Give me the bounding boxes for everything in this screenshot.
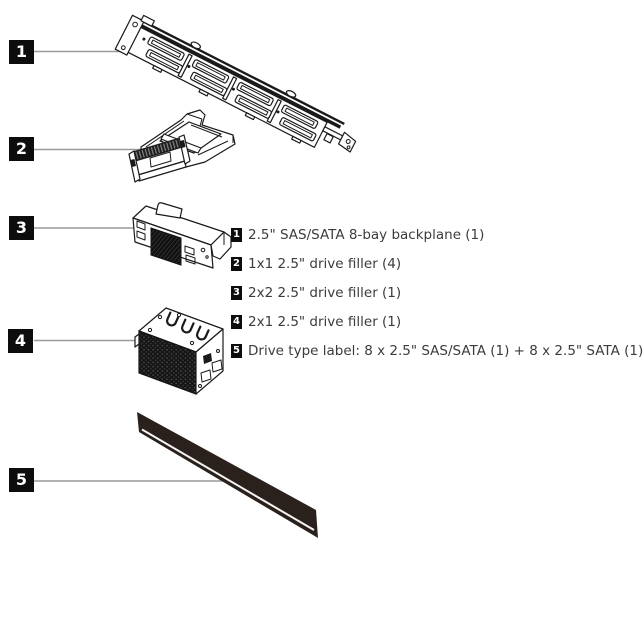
- legend-item-4: 4 2x1 2.5" drive filler (1): [231, 308, 643, 337]
- tray-left-cap: [128, 150, 141, 183]
- callout-3: 3: [9, 216, 34, 240]
- legend-label-3: 2x2 2.5" drive filler (1): [248, 284, 402, 301]
- screw-hole: [205, 255, 209, 259]
- filler-slot: [136, 230, 146, 241]
- callout-3-number: 3: [15, 218, 28, 237]
- drive-filler-2x2-drawing: [132, 202, 232, 269]
- callout-2-number: 2: [15, 139, 28, 158]
- legend-label-2: 1x1 2.5" drive filler (4): [248, 255, 402, 272]
- filler-slot: [184, 245, 195, 256]
- drive-connector-pair: [276, 104, 319, 142]
- filler-slot: [136, 220, 146, 231]
- callout-1-number: 1: [15, 42, 28, 61]
- rail-bump: [285, 90, 297, 98]
- filler2x2-right-wing: [210, 231, 232, 260]
- screw-hole: [198, 384, 202, 388]
- drive-connector-pair: [187, 59, 230, 96]
- screw-hole: [346, 145, 351, 150]
- rail-bump: [190, 41, 201, 50]
- screw-hole: [176, 312, 182, 318]
- spring-cutout: [181, 318, 195, 334]
- legend-item-1: 1 2.5" SAS/SATA 8-bay backplane (1): [231, 220, 643, 249]
- legend-key-5: 5: [231, 344, 242, 359]
- drive-connector-pair: [142, 36, 185, 74]
- callout-5: 5: [9, 468, 34, 492]
- latch-hole: [200, 369, 212, 383]
- legend-key-4: 4: [231, 315, 242, 330]
- drive-connector-pair: [231, 81, 274, 119]
- label-strip-highlight: [141, 428, 315, 531]
- callout-2: 2: [9, 137, 34, 161]
- screw-hole: [147, 327, 153, 333]
- callout-4-number: 4: [14, 331, 27, 350]
- legend-label-4: 2x1 2.5" drive filler (1): [248, 314, 402, 331]
- filler-slot: [185, 254, 196, 265]
- legend-key-3: 3: [231, 285, 242, 300]
- legend: 1 2.5" SAS/SATA 8-bay backplane (1) 2 1x…: [231, 220, 643, 366]
- filler2x2-top-tab: [155, 202, 183, 219]
- legend-label-1: 2.5" SAS/SATA 8-bay backplane (1): [248, 226, 485, 243]
- screw-hole: [157, 314, 163, 320]
- drive-filler-1x1-drawing: [128, 109, 236, 183]
- screw-hole: [189, 340, 195, 346]
- callout-4: 4: [8, 329, 33, 353]
- spring-cutout: [166, 311, 180, 327]
- spring-cutout: [196, 325, 210, 341]
- filler2x2-mesh: [150, 227, 182, 266]
- screw-hole: [200, 247, 206, 253]
- legend-label-5: Drive type label: 8 x 2.5" SAS/SATA (1) …: [248, 343, 644, 360]
- screw-hole: [132, 21, 138, 28]
- screw-hole: [216, 349, 220, 353]
- legend-item-2: 2 1x1 2.5" drive filler (4): [231, 249, 643, 278]
- label-strip: [137, 412, 318, 538]
- callout-1: 1: [9, 40, 34, 64]
- screw-hole: [120, 45, 126, 51]
- drive-filler-2x1-drawing: [134, 307, 224, 395]
- screw-hole: [345, 139, 351, 145]
- backplane-top-rail: [138, 18, 345, 125]
- legend-item-5: 5 Drive type label: 8 x 2.5" SAS/SATA (1…: [231, 337, 643, 366]
- drive-type-label-drawing: [137, 412, 318, 538]
- tray-handle-recess: [149, 151, 172, 168]
- callout-5-number: 5: [15, 470, 28, 489]
- backplane-drawing: [114, 14, 357, 153]
- legend-item-3: 3 2x2 2.5" drive filler (1): [231, 278, 643, 307]
- legend-key-1: 1: [231, 227, 242, 242]
- latch-hole: [211, 359, 223, 373]
- legend-key-2: 2: [231, 256, 242, 271]
- leader-lines: [33, 50, 223, 482]
